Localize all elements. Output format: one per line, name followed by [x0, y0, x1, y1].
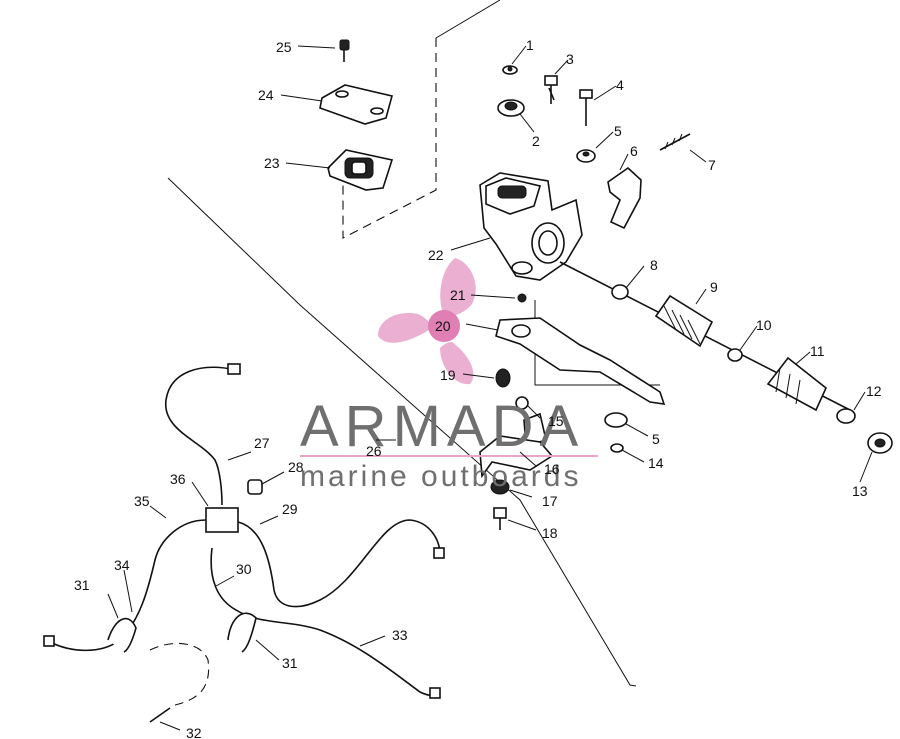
- callout-25: 25: [276, 39, 292, 55]
- propeller-blade-top: [440, 258, 476, 318]
- callout-33: 33: [392, 627, 408, 643]
- callout-9: 9: [710, 279, 718, 295]
- upper-fasteners-group: [497, 65, 691, 230]
- callout-10: 10: [756, 317, 772, 333]
- callout-31a: 31: [74, 577, 90, 593]
- callout-18: 18: [542, 525, 558, 541]
- callout-8: 8: [650, 257, 658, 273]
- propeller-hub: [428, 310, 460, 342]
- logo-tagline-text: marine outboards: [300, 460, 581, 493]
- callout-3: 3: [566, 51, 574, 67]
- callout-13: 13: [852, 483, 868, 499]
- callout-21: 21: [450, 287, 466, 303]
- callout-11: 11: [810, 343, 825, 359]
- logo-hub-label: 20: [435, 318, 451, 334]
- callout-5b: 5: [652, 431, 660, 447]
- callout-27: 27: [254, 435, 270, 451]
- callout-36: 36: [170, 471, 186, 487]
- brake-lever: [495, 293, 666, 405]
- callout-35: 35: [134, 493, 150, 509]
- callout-1: 1: [526, 37, 534, 53]
- plunger-assembly-group: [559, 261, 893, 454]
- leader-lines: [107, 45, 873, 731]
- callout-labels: 25 24 23 1 2 3 4 5 6 7 8 9 10 11 12 13 1…: [74, 37, 882, 739]
- logo-brand-text: ARMADA: [300, 394, 584, 459]
- callout-6: 6: [630, 143, 638, 159]
- callout-26: 26: [366, 443, 382, 459]
- callout-5: 5: [614, 123, 622, 139]
- callout-12: 12: [866, 383, 882, 399]
- callout-19: 19: [440, 367, 456, 383]
- master-cylinder-housing: [479, 172, 583, 281]
- frame-lines: [167, 0, 660, 687]
- callout-22: 22: [428, 247, 444, 263]
- callout-17: 17: [542, 493, 558, 509]
- callout-29: 29: [282, 501, 298, 517]
- callout-15: 15: [548, 413, 564, 429]
- callout-14: 14: [648, 455, 664, 471]
- reservoir-cover-group: [319, 39, 394, 191]
- propeller-blade-left: [378, 312, 432, 343]
- callout-31b: 31: [282, 655, 298, 671]
- callout-23: 23: [264, 155, 280, 171]
- propeller-blade-bottom: [440, 342, 474, 385]
- callout-7: 7: [708, 157, 716, 173]
- callout-28: 28: [288, 459, 304, 475]
- callout-2: 2: [532, 133, 540, 149]
- callout-4: 4: [616, 77, 624, 93]
- callout-30: 30: [236, 561, 252, 577]
- callout-32: 32: [186, 725, 202, 739]
- armada-logo: 20 ARMADA marine outboards: [300, 258, 598, 493]
- brake-lines-group: [43, 363, 445, 723]
- callout-16: 16: [544, 461, 560, 477]
- callout-34: 34: [114, 557, 130, 573]
- callout-24: 24: [258, 87, 274, 103]
